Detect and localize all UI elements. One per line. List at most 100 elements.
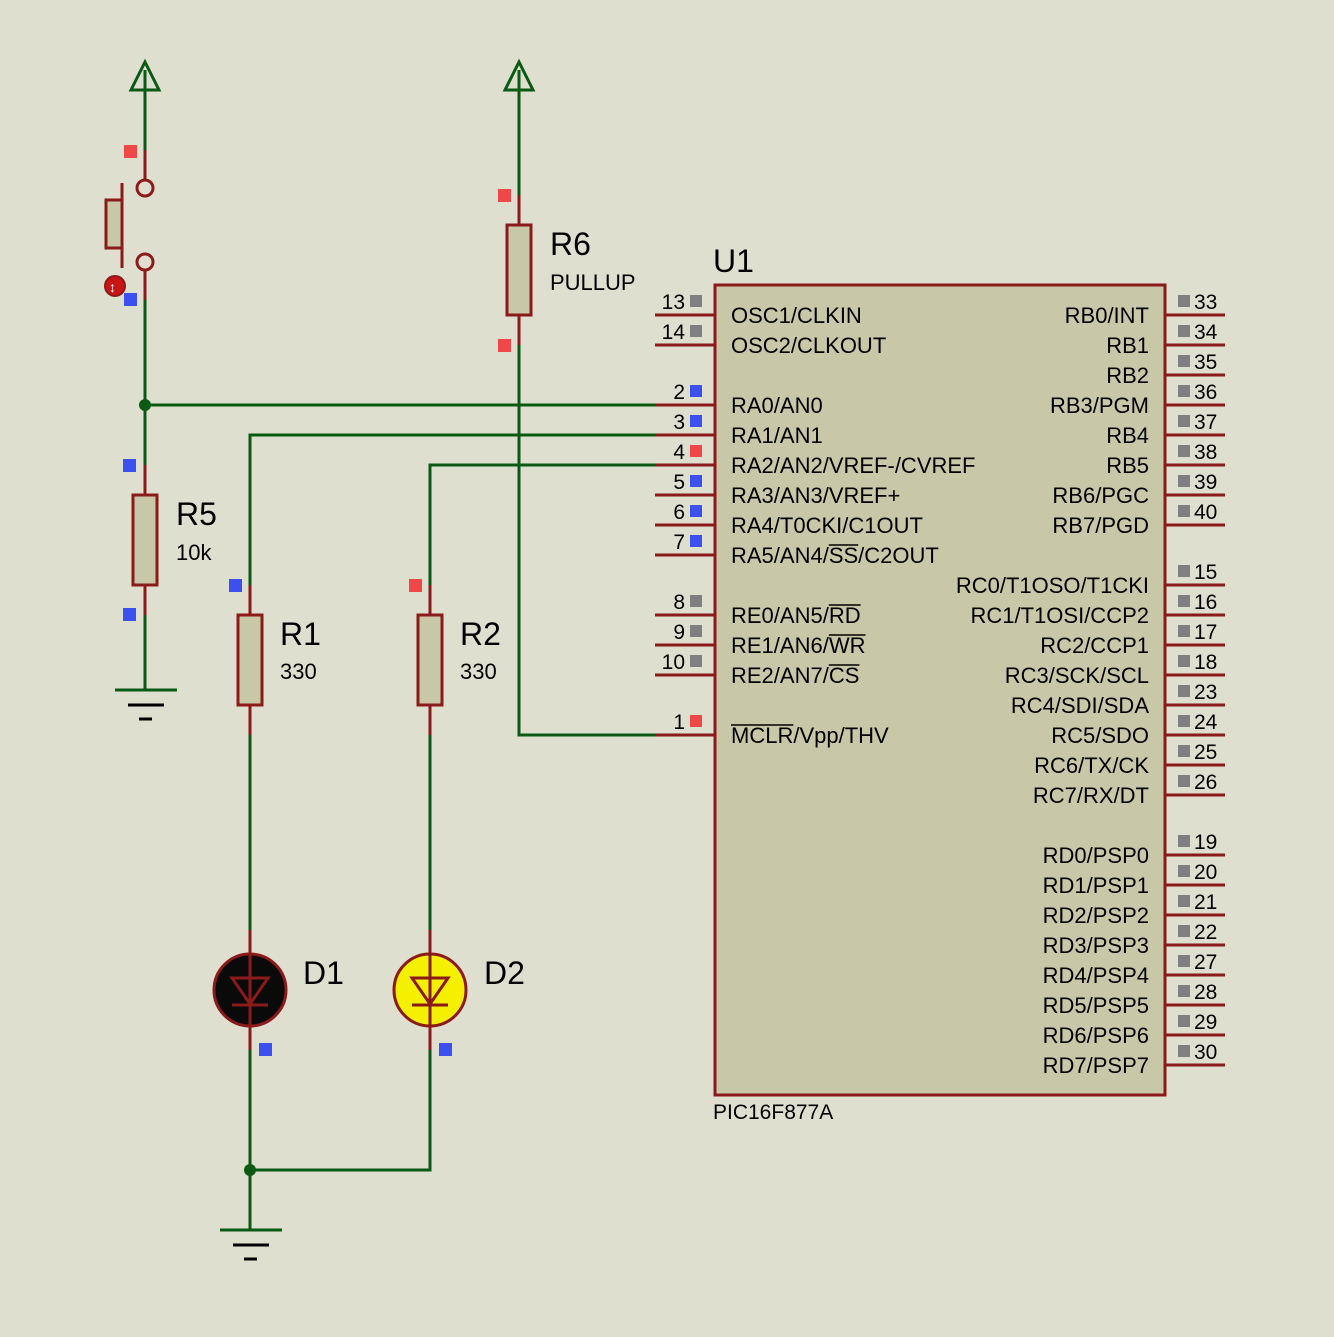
- pin-state-blue: [123, 459, 136, 472]
- mcu-u1: U1 PIC16F877A 13OSC1/CLKIN14OSC2/CLKOUT2…: [655, 243, 1225, 1124]
- pin-label: RB0/INT: [1065, 303, 1149, 328]
- pin-number: 29: [1194, 1011, 1217, 1034]
- pin-state-gray: [1178, 655, 1190, 667]
- pin-label: RB4: [1106, 423, 1149, 448]
- resistor-r1: R1 330: [229, 579, 321, 735]
- wire-d2-ground: [250, 1050, 432, 1172]
- pin-state-red: [690, 715, 702, 727]
- pin-label: RD2/PSP2: [1043, 903, 1149, 928]
- pin-state-gray: [1178, 895, 1190, 907]
- pin-state-red: [124, 145, 137, 158]
- pin-state-blue: [690, 535, 702, 547]
- resistor-r6: R6 PULLUP: [498, 189, 636, 352]
- pin-label: RC5/SDO: [1051, 723, 1149, 748]
- pin-state-blue: [690, 385, 702, 397]
- pin-label: RB6/PGC: [1052, 483, 1149, 508]
- pin-number: 24: [1194, 711, 1218, 734]
- pin-state-gray: [690, 655, 702, 667]
- pin-number: 39: [1194, 471, 1217, 494]
- pin-state-gray: [1178, 295, 1190, 307]
- pin-state-blue: [229, 579, 242, 592]
- d2-ref: D2: [484, 955, 525, 991]
- pin-number: 30: [1194, 1041, 1217, 1064]
- pin-label: RC2/CCP1: [1040, 633, 1149, 658]
- pin-state-gray: [690, 295, 702, 307]
- pin-label: RC4/SDI/SDA: [1011, 693, 1149, 718]
- pin-state-gray: [1178, 595, 1190, 607]
- pin-number: 20: [1194, 861, 1217, 884]
- pin-state-blue: [690, 415, 702, 427]
- wire-mclr: [517, 345, 655, 737]
- pin-label: RE0/AN5/RD: [731, 603, 861, 628]
- pin-state-gray: [1178, 325, 1190, 337]
- pin-number: 17: [1194, 621, 1217, 644]
- r1-value: 330: [280, 659, 317, 684]
- pin-label: RA5/AN4/SS/C2OUT: [731, 543, 939, 568]
- pin-state-gray: [1178, 565, 1190, 577]
- pin-number: 9: [673, 621, 685, 644]
- svg-text:↕: ↕: [109, 279, 116, 295]
- wires: [139, 70, 655, 1230]
- pin-label: RC7/RX/DT: [1033, 783, 1149, 808]
- toggle-control-icon[interactable]: [104, 275, 126, 297]
- pin-number: 27: [1194, 951, 1217, 974]
- pin-number: 38: [1194, 441, 1217, 464]
- pin-number: 2: [673, 381, 685, 404]
- pin-number: 37: [1194, 411, 1217, 434]
- pin-label: RC0/T1OSO/T1CKI: [956, 573, 1149, 598]
- pin-label: RC6/TX/CK: [1034, 753, 1149, 778]
- pin-number: 34: [1194, 321, 1218, 344]
- pin-state-gray: [690, 625, 702, 637]
- pin-number: 21: [1194, 891, 1217, 914]
- pin-label: RB5: [1106, 453, 1149, 478]
- pin-label: RC3/SCK/SCL: [1005, 663, 1149, 688]
- pin-number: 40: [1194, 501, 1217, 524]
- pin-state-gray: [1178, 955, 1190, 967]
- pin-state-red: [498, 189, 511, 202]
- pin-number: 6: [673, 501, 685, 524]
- mcu-ref: U1: [713, 243, 754, 279]
- pin-label: RD4/PSP4: [1043, 963, 1149, 988]
- pin-label: RB7/PGD: [1052, 513, 1149, 538]
- pin-label: RE2/AN7/CS: [731, 663, 859, 688]
- pin-label: RA4/T0CKI/C1OUT: [731, 513, 923, 538]
- pin-label: RD6/PSP6: [1043, 1023, 1149, 1048]
- r5-ref: R5: [176, 496, 217, 532]
- pin-label: RB1: [1106, 333, 1149, 358]
- r5-value: 10k: [176, 540, 212, 565]
- resistor-r2: R2 330: [409, 579, 501, 735]
- pin-number: 16: [1194, 591, 1217, 614]
- pin-state-blue: [259, 1043, 272, 1056]
- wire-ra1: [248, 433, 655, 585]
- pin-state-gray: [1178, 925, 1190, 937]
- pin-state-gray: [1178, 865, 1190, 877]
- pin-label: RC1/T1OSI/CCP2: [971, 603, 1150, 628]
- pin-state-gray: [1178, 475, 1190, 487]
- pin-number: 4: [673, 441, 685, 464]
- pin-state-blue: [124, 293, 137, 306]
- pin-number: 22: [1194, 921, 1217, 944]
- pin-label: RA1/AN1: [731, 423, 823, 448]
